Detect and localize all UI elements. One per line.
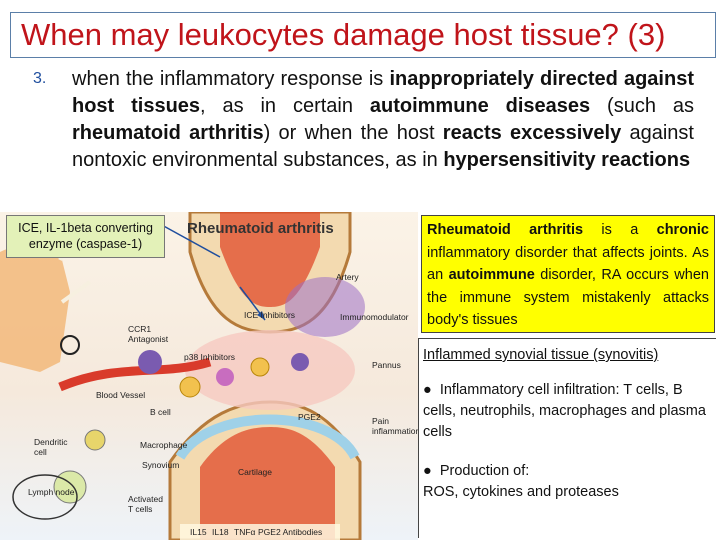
ra-box-segment: chronic bbox=[656, 222, 709, 238]
label-artery: Artery bbox=[336, 272, 359, 282]
label-pge2: PGE2 bbox=[298, 412, 321, 422]
joint-marker bbox=[60, 335, 80, 355]
label-il15: IL15 bbox=[190, 527, 207, 537]
ra-box-segment: autoimmune bbox=[448, 267, 535, 283]
slide-title: When may leukocytes damage host tissue? … bbox=[10, 12, 716, 58]
label-ice-inhibitors: ICE Inhibitors bbox=[244, 310, 296, 320]
synovitis-item-1: ● Inflammatory cell infiltration: T cell… bbox=[423, 382, 706, 440]
bullet-icon: ● bbox=[423, 463, 440, 479]
lower-bone-core bbox=[200, 427, 335, 540]
synovial-space bbox=[185, 330, 355, 410]
label-lymph-node: Lymph node bbox=[28, 487, 75, 497]
point-text-segment: against nontoxic environmental substance… bbox=[72, 122, 694, 171]
label-p38: p38 Inhibitors bbox=[184, 352, 236, 362]
point-text-segment: hypersensitivity reactions bbox=[443, 149, 691, 171]
ra-illustration-svg bbox=[0, 212, 365, 540]
ra-definition-box: Rheumatoid arthritis is a chronic inflam… bbox=[421, 215, 715, 333]
point-text-segment: , as in certain bbox=[200, 95, 370, 117]
synovitis-item-2: ● Production of: ROS, cytokines and prot… bbox=[423, 463, 619, 500]
ice-callout: ICE, IL-1beta converting enzyme (caspase… bbox=[6, 215, 165, 258]
label-dendritic: Dendritic cell bbox=[34, 437, 68, 457]
point-text: when the inflammatory response is inappr… bbox=[72, 66, 694, 174]
label-bcell: B cell bbox=[150, 407, 171, 417]
ra-box-segment: disorder, RA occurs when the immune syst… bbox=[427, 267, 709, 328]
label-tnf: TNFα bbox=[234, 527, 256, 537]
ra-illustration: Artery ICE Inhibitors Immunomodulator CC… bbox=[0, 212, 418, 540]
ra-box-segment: is a bbox=[583, 222, 657, 238]
lymph-node bbox=[12, 474, 78, 520]
immune-cells bbox=[53, 350, 309, 504]
label-macrophage: Macrophage bbox=[140, 440, 188, 450]
point-text-segment: reacts excessively bbox=[442, 122, 622, 144]
pannus bbox=[285, 277, 365, 337]
bullet-icon: ● bbox=[423, 382, 440, 398]
legend-bar bbox=[180, 524, 340, 540]
point-text-segment: ) or when the host bbox=[263, 122, 443, 144]
synovitis-panel: Inflammed synovial tissue (synovitis) ● … bbox=[418, 338, 716, 538]
figure-title: Rheumatoid arthritis bbox=[187, 220, 334, 237]
point-text-segment: (such as bbox=[590, 95, 694, 117]
blood-vessel bbox=[58, 357, 212, 392]
label-cartilage: Cartilage bbox=[238, 467, 273, 477]
label-pge2-antibodies: PGE2 Antibodies bbox=[258, 527, 323, 537]
arrowhead bbox=[257, 311, 265, 320]
ra-box-segment: inflammatory disorder that affects joint… bbox=[427, 244, 709, 284]
label-blood-vessel: Blood Vessel bbox=[96, 390, 146, 400]
label-pain: Pain inflammation bbox=[372, 416, 418, 436]
label-pannus: Pannus bbox=[372, 360, 401, 370]
upper-bone-core bbox=[220, 212, 320, 307]
point-text-segment: rheumatoid arthritis bbox=[72, 122, 264, 144]
point-text-segment: inappropriately directed against host ti… bbox=[72, 68, 694, 117]
cartilage-layer bbox=[175, 414, 360, 460]
point-text-segment: when the inflammatory response is bbox=[72, 68, 390, 90]
label-ccr1: CCR1 Antagonist bbox=[128, 324, 169, 344]
ra-box-segment: Rheumatoid arthritis bbox=[427, 222, 584, 238]
point-number: 3. bbox=[33, 70, 47, 87]
synovitis-heading: Inflammed synovial tissue (synovitis) bbox=[423, 347, 659, 363]
label-immunomodulator: Immunomodulator bbox=[340, 312, 409, 322]
label-il18: IL18 bbox=[212, 527, 229, 537]
hand-shape bbox=[0, 244, 70, 372]
label-activated-t-cells: Activated T cells bbox=[128, 494, 163, 514]
callout-arrow-1 bbox=[159, 223, 221, 258]
point-text-segment: autoimmune diseases bbox=[369, 95, 591, 117]
label-synovium: Synovium bbox=[142, 460, 180, 470]
